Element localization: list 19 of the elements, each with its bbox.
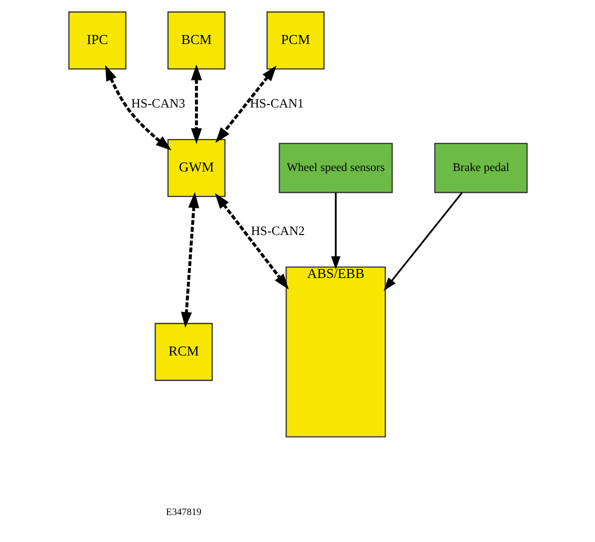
arrow <box>214 193 288 290</box>
arrow <box>190 64 202 144</box>
node-box: ABS/EBB <box>285 266 386 438</box>
node-box: BCM <box>166 11 225 70</box>
node-box: RCM <box>154 322 212 381</box>
arrow <box>383 192 462 291</box>
node-box: PCM <box>266 11 324 70</box>
edge-label: HS-CAN1 <box>249 96 304 111</box>
edge-label: HS-CAN2 <box>250 224 304 238</box>
node-box: GWM <box>166 138 225 198</box>
arrow <box>330 192 340 270</box>
arrow <box>214 66 276 144</box>
edge-label: HS-CAN3 <box>130 96 185 111</box>
node-box: Wheel speed sensors <box>278 142 392 194</box>
node-box: IPC <box>68 11 126 70</box>
label: E347819 <box>166 506 201 518</box>
arrow <box>104 65 171 150</box>
node-box: Brake pedal <box>434 142 528 194</box>
arrow <box>180 192 199 328</box>
